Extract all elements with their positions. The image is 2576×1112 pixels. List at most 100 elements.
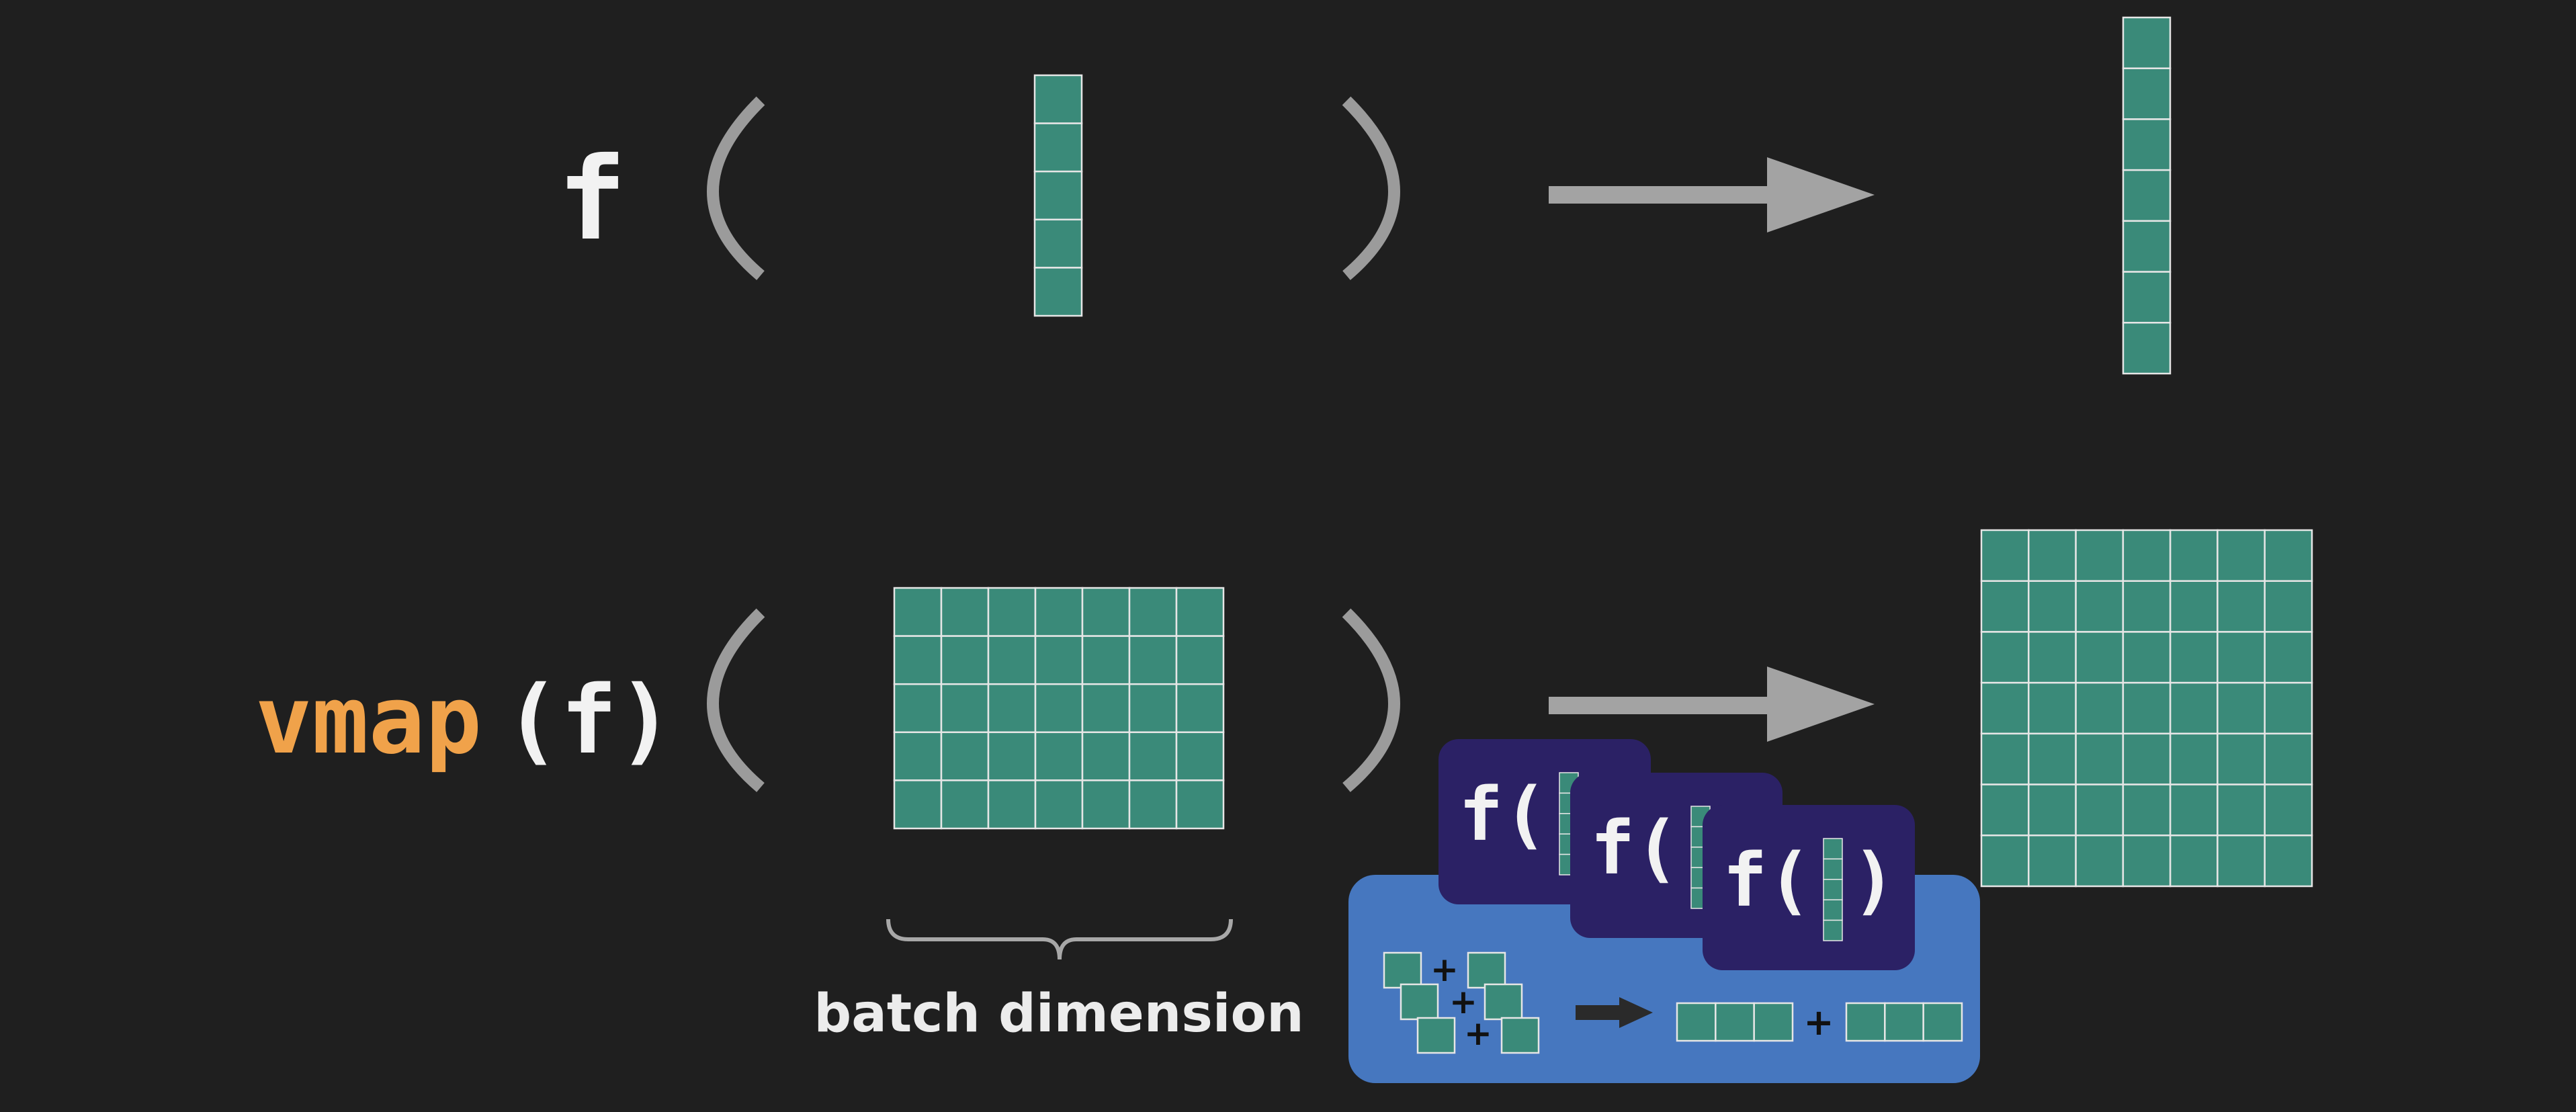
batch-brace <box>886 918 1233 960</box>
matrix-cell <box>2264 681 2313 735</box>
matrix-cell <box>1034 731 1084 781</box>
matrix-cell <box>2028 681 2077 735</box>
card-vector-cell <box>1823 858 1843 880</box>
vector-cell <box>2122 67 2172 120</box>
matrix-cell <box>1034 587 1084 637</box>
matrix-cell <box>2028 783 2077 837</box>
element-square <box>1467 951 1506 989</box>
element-square <box>1416 1017 1456 1054</box>
matrix-cell <box>1175 779 1225 830</box>
matrix-cell <box>2169 529 2219 582</box>
matrix-cell <box>2122 835 2172 888</box>
card-vector-cell <box>1823 899 1843 921</box>
matrix-cell <box>940 587 990 637</box>
matrix-cell <box>987 635 1037 685</box>
matrix-cell <box>987 779 1037 830</box>
right-paren <box>1342 608 1400 792</box>
bar-cell <box>1715 1002 1755 1042</box>
card-call-text: f( <box>1723 837 1811 923</box>
matrix-cell <box>2169 681 2219 735</box>
plus-sign: + <box>1430 950 1459 989</box>
element-square <box>1484 983 1523 1021</box>
bar-cell <box>1753 1002 1794 1042</box>
matrix-cell <box>2217 529 2266 582</box>
matrix-cell <box>893 635 943 685</box>
input-vector <box>1033 74 1083 317</box>
card-close-paren: ) <box>1852 837 1896 923</box>
bar-cell <box>1676 1002 1717 1042</box>
row-vmap-call: vmap (f) batch dimension <box>255 529 2313 1044</box>
matrix-cell <box>2217 681 2266 735</box>
matrix-cell <box>1128 635 1178 685</box>
matrix-cell <box>2122 631 2172 684</box>
matrix-cell <box>2217 783 2266 837</box>
matrix-cell <box>2075 783 2124 837</box>
matrix-cell <box>2217 732 2266 785</box>
combine-arrow-icon <box>1576 997 1653 1028</box>
matrix-cell <box>2169 835 2219 888</box>
matrix-cell <box>2122 580 2172 633</box>
vector-cell <box>1033 122 1083 173</box>
vector-cell <box>2122 118 2172 171</box>
matrix-cell <box>1034 683 1084 734</box>
stacked-cards: f(f(f() <box>1439 739 1915 970</box>
matrix-cell <box>893 683 943 734</box>
matrix-cell <box>2264 783 2313 837</box>
matrix-cell <box>1980 631 2030 684</box>
matrix-cell <box>2169 732 2219 785</box>
matrix-cell <box>1980 835 2030 888</box>
batching-inset: f(f(f() +++ + <box>1348 739 1980 1083</box>
right-arrow <box>1549 667 1875 742</box>
matrix-cell <box>2075 580 2124 633</box>
row-single-call: f <box>558 16 2172 375</box>
matrix-cell <box>1081 587 1131 637</box>
card-call-text: f( <box>1590 805 1679 891</box>
plus-sign: + <box>1464 1014 1492 1053</box>
matrix-cell <box>2217 580 2266 633</box>
matrix-cell <box>2028 732 2077 785</box>
matrix-cell <box>940 779 990 830</box>
matrix-cell <box>2169 580 2219 633</box>
vector-cell <box>2122 322 2172 375</box>
matrix-cell <box>2264 835 2313 888</box>
matrix-cell <box>2122 529 2172 582</box>
function-card: f() <box>1703 805 1915 970</box>
plus-sign: + <box>1803 1001 1834 1043</box>
vector-cell <box>1033 218 1083 269</box>
matrix-cell <box>893 731 943 781</box>
result-bar <box>1676 1002 1794 1042</box>
right-paren <box>1342 96 1400 280</box>
matrix-cell <box>2028 835 2077 888</box>
matrix-cell <box>1128 587 1178 637</box>
matrix-cell <box>987 587 1037 637</box>
matrix-cell <box>1081 731 1131 781</box>
matrix-cell <box>2169 783 2219 837</box>
matrix-cell <box>1128 683 1178 734</box>
result-bar <box>1845 1002 1963 1042</box>
left-paren <box>707 96 765 280</box>
element-square <box>1400 983 1439 1021</box>
element-square <box>1500 1017 1540 1054</box>
matrix-cell <box>940 635 990 685</box>
matrix-cell <box>1175 635 1225 685</box>
bar-cell <box>1922 1002 1963 1042</box>
matrix-cell <box>2217 835 2266 888</box>
combined-bars: + <box>1676 1001 1963 1043</box>
matrix-cell <box>2028 529 2077 582</box>
vector-cell <box>2122 16 2172 69</box>
matrix-cell <box>2264 580 2313 633</box>
matrix-cell <box>1081 635 1131 685</box>
matrix-cell <box>1034 779 1084 830</box>
matrix-cell <box>2075 681 2124 735</box>
matrix-cell <box>1128 731 1178 781</box>
matrix-cell <box>2169 631 2219 684</box>
matrix-cell <box>1081 779 1131 830</box>
matrix-cell <box>893 587 943 637</box>
matrix-cell <box>2028 631 2077 684</box>
plus-sign: + <box>1449 982 1477 1021</box>
matrix-cell <box>1034 635 1084 685</box>
card-vector <box>1823 838 1843 941</box>
output-vector <box>2122 16 2172 375</box>
matrix-cell <box>2264 732 2313 785</box>
